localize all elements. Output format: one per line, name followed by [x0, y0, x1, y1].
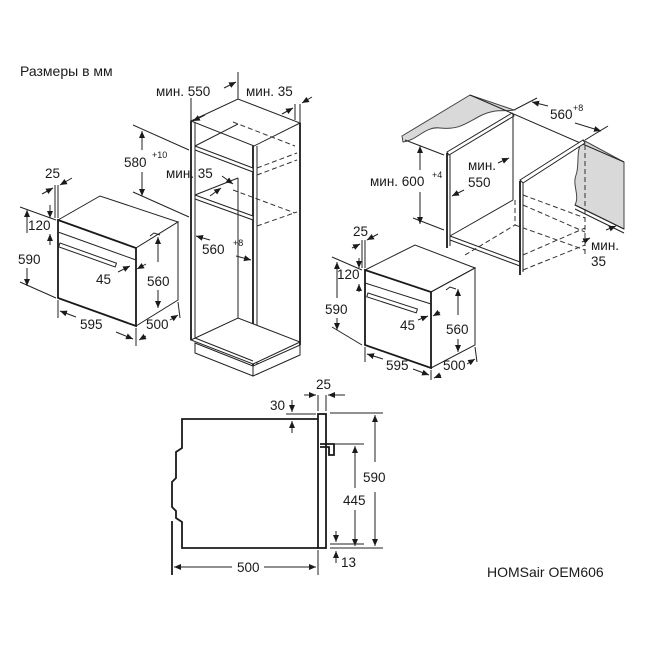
oven-right	[361, 240, 477, 370]
under-niche-height: мин. 600	[370, 174, 424, 189]
right-panel-height: 120	[337, 267, 360, 282]
cabinet-rear-gap-label: мин. 35	[246, 84, 293, 99]
side-view-dimensions: 25 30 590 445 13 500	[174, 377, 386, 575]
under-niche-width: 560	[550, 107, 573, 122]
column-cabinet-dimensions: мин. 550 мин. 35 580 +10 мин. 35 560 +8	[124, 72, 313, 262]
niche-width-label: 560	[202, 242, 225, 257]
model-label: HOMSair OEM606	[487, 564, 604, 580]
right-depth: 500	[443, 358, 466, 373]
oven-left-dimensions: 25 590 120 45 560 595 500	[18, 166, 181, 346]
under-niche-height-tolerance: +4	[432, 170, 442, 180]
right-body-height: 560	[446, 322, 469, 337]
niche-height-label: 580	[124, 155, 147, 170]
column-cabinet	[189, 98, 302, 377]
left-frame-offset: 25	[45, 166, 60, 181]
left-total-height: 590	[18, 252, 41, 267]
side-front-thickness: 25	[316, 377, 331, 392]
right-frame-offset: 25	[353, 224, 368, 239]
cabinet-depth-label: мин. 550	[156, 84, 210, 99]
oven-left	[54, 185, 180, 328]
under-niche-width-tolerance: +8	[573, 103, 583, 113]
niche-height-tolerance: +10	[152, 150, 167, 160]
undercounter-cabinet	[401, 94, 625, 275]
under-rear-gap-line2: 35	[591, 254, 606, 269]
left-panel-height: 120	[28, 218, 51, 233]
side-bottom-offset: 13	[341, 555, 356, 570]
side-handle-height: 445	[343, 493, 366, 508]
undercounter-cabinet-dimensions: 560 +8 мин. 600 +4 мин. 550 мин. 35	[370, 97, 619, 269]
left-handle-offset: 45	[96, 272, 111, 287]
right-total-height: 590	[325, 302, 348, 317]
side-depth: 500	[237, 560, 260, 575]
oven-side-view	[171, 413, 335, 575]
left-depth: 500	[146, 317, 169, 332]
side-top-offset: 30	[270, 398, 285, 413]
shelf-gap-label: мин. 35	[166, 166, 213, 181]
under-depth-line2: 550	[468, 175, 491, 190]
right-handle-offset: 45	[400, 318, 415, 333]
side-total-height: 590	[363, 470, 386, 485]
left-width: 595	[80, 317, 103, 332]
under-depth-line1: мин.	[468, 158, 496, 173]
oven-right-dimensions: 25 590 120 45 560 595 500	[325, 224, 478, 380]
diagram-title: Размеры в мм	[20, 63, 113, 79]
niche-width-tolerance: +8	[233, 238, 243, 248]
right-width: 595	[386, 358, 409, 373]
left-body-height: 560	[147, 274, 170, 289]
under-rear-gap-line1: мин.	[591, 238, 619, 253]
